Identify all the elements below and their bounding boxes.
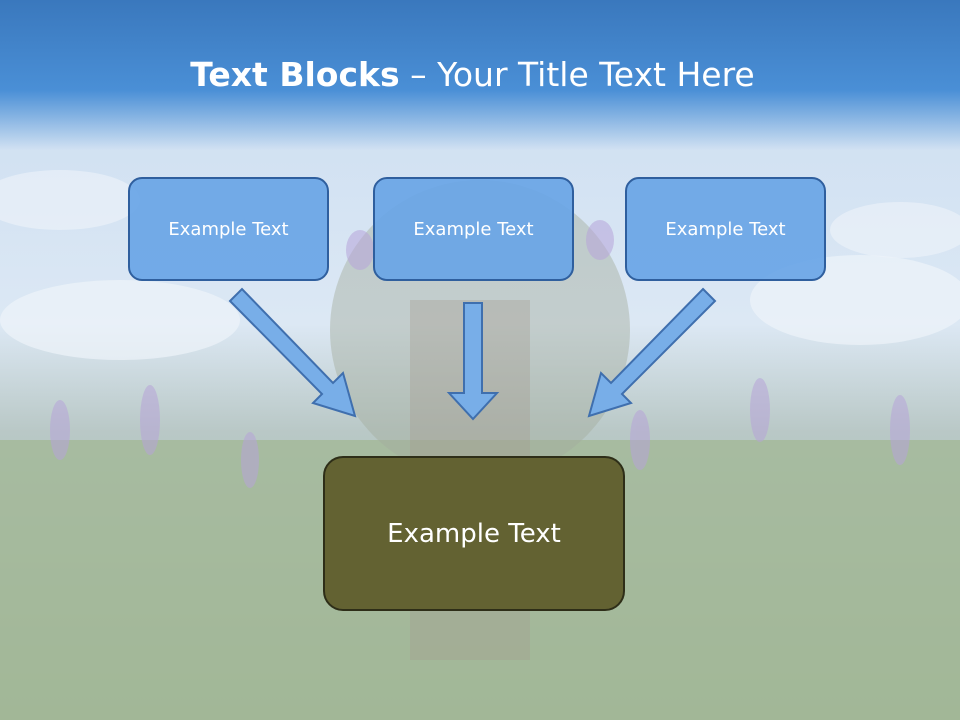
text-block-1: Example Text <box>128 177 329 281</box>
text-block-1-label: Example Text <box>168 218 289 240</box>
text-block-3-label: Example Text <box>665 218 786 240</box>
text-block-2: Example Text <box>373 177 574 281</box>
title-rest: – Your Title Text Here <box>399 55 755 94</box>
text-block-3: Example Text <box>625 177 826 281</box>
title-bold: Text Blocks <box>190 55 400 94</box>
target-block-label: Example Text <box>387 518 561 549</box>
target-block: Example Text <box>323 456 625 611</box>
text-block-2-label: Example Text <box>413 218 534 240</box>
header-band <box>0 0 960 150</box>
slide-title: Text Blocks – Your Title Text Here <box>0 55 945 94</box>
